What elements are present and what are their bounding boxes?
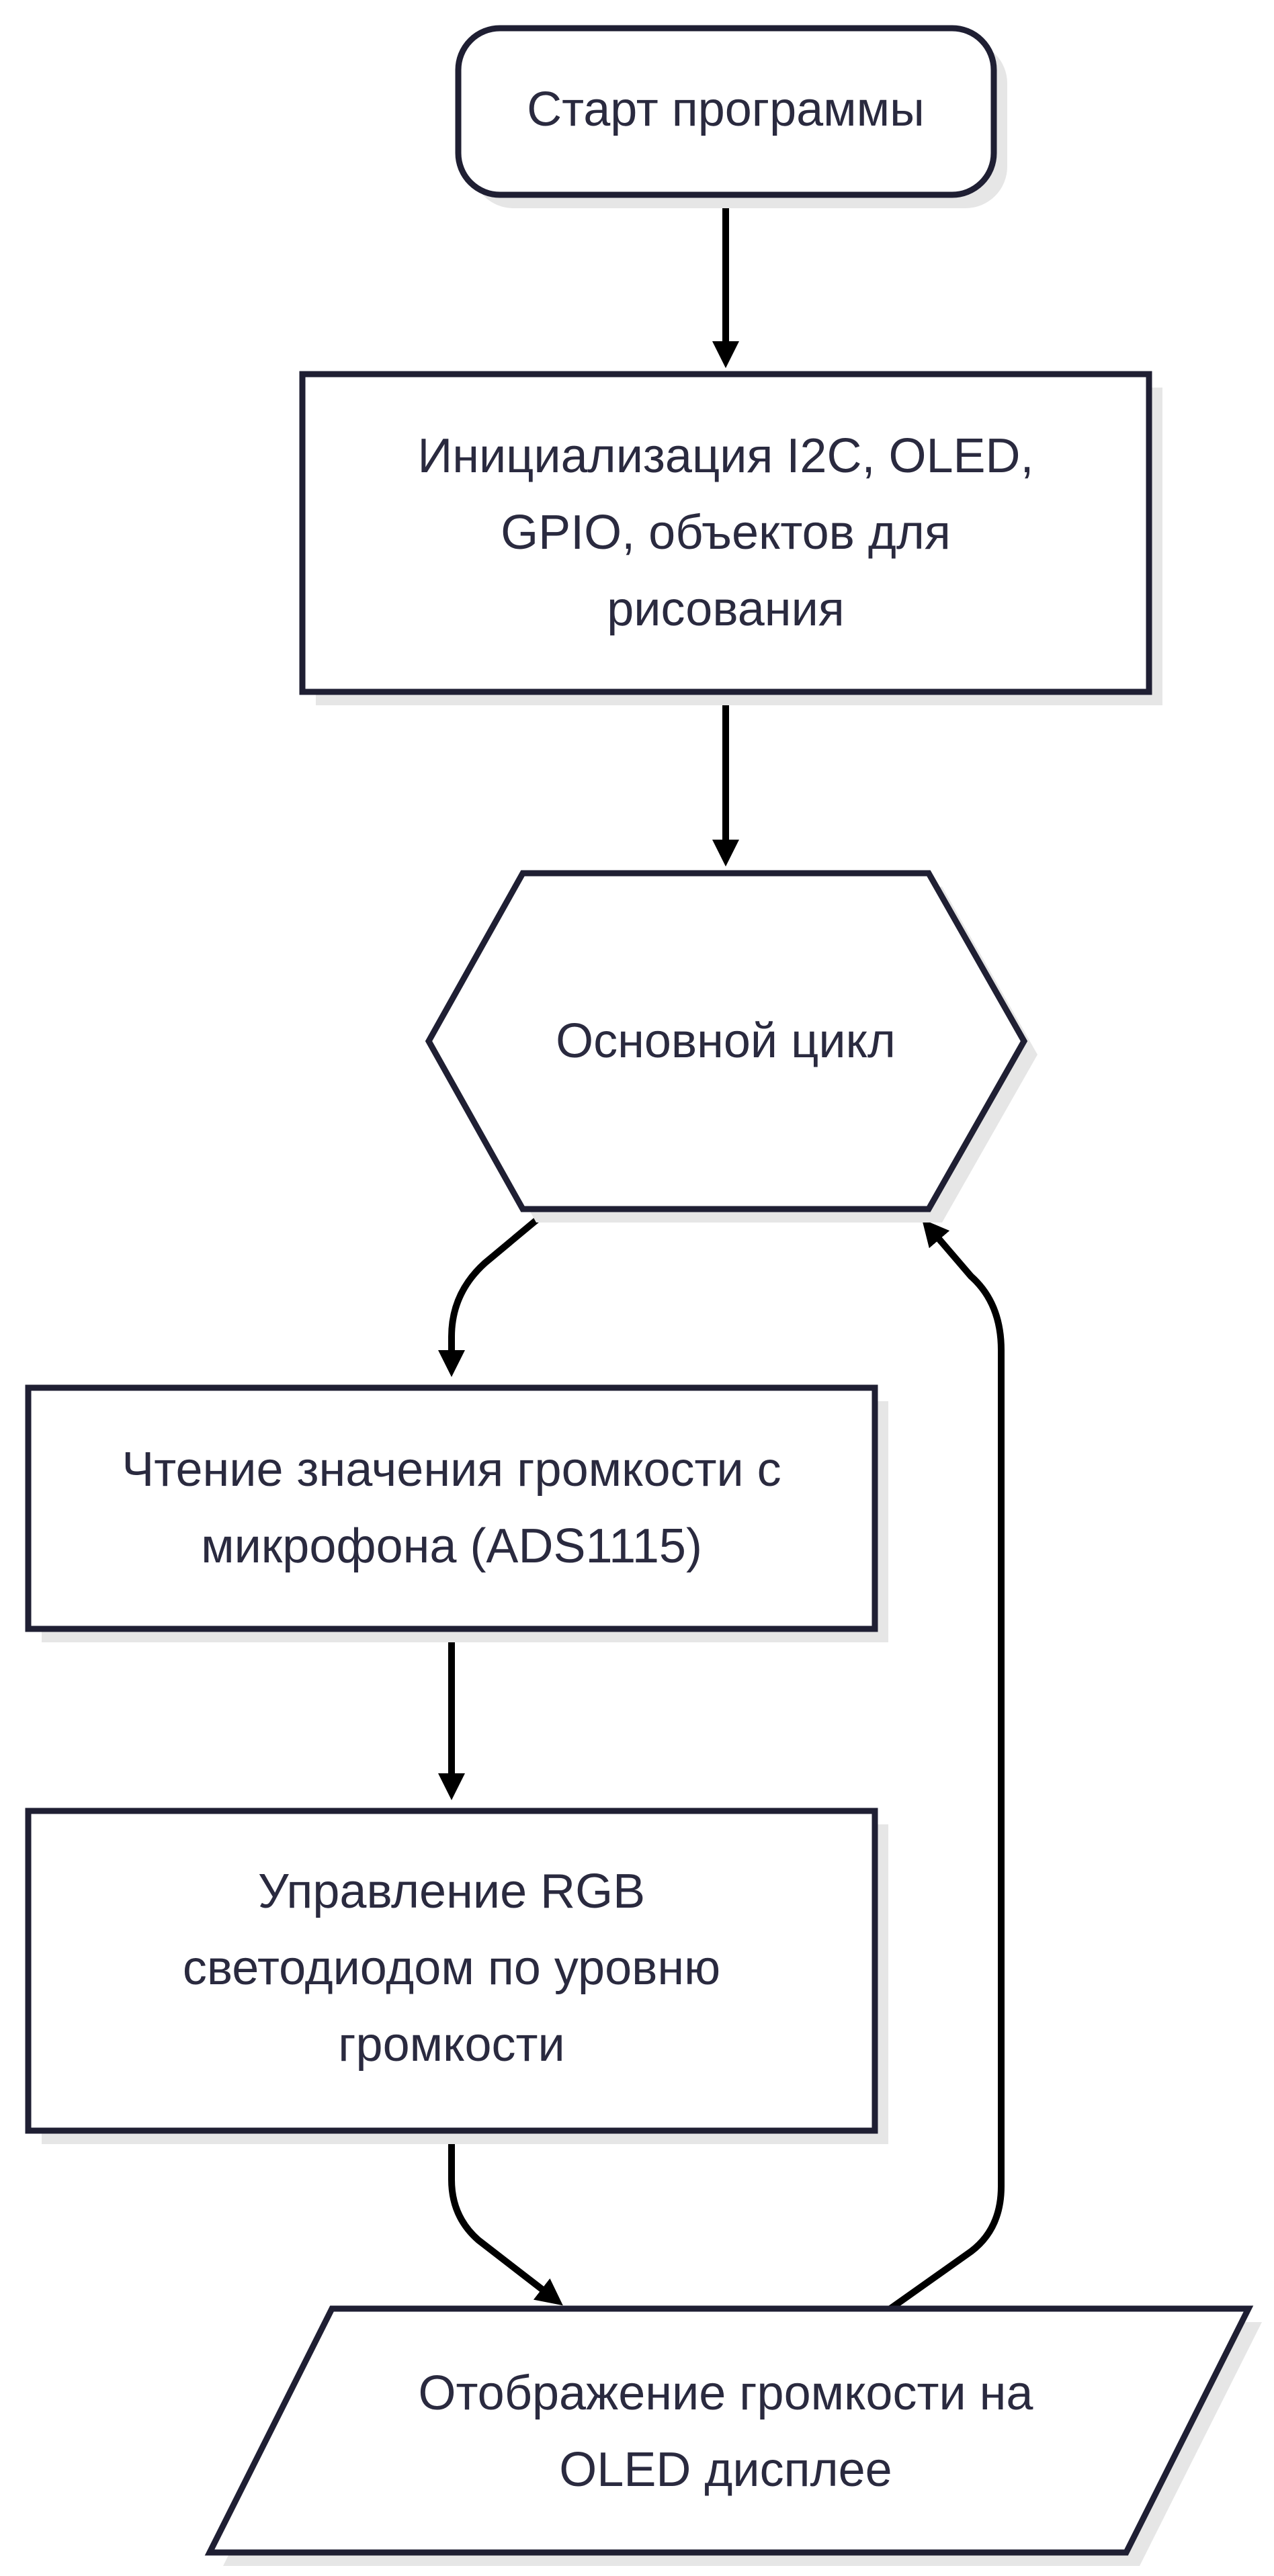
edges-layer bbox=[438, 195, 1005, 2312]
node-loop-shape bbox=[425, 870, 1028, 1212]
node-loop-label-line-1: Основной цикл bbox=[556, 1014, 896, 1068]
node-rgb: Управление RGB светодиодом по уровню громк… bbox=[25, 1808, 888, 2144]
node-rgb-label-line-2: светодиодом по уровню bbox=[183, 1941, 720, 1995]
node-init-shape bbox=[299, 371, 1152, 695]
node-start-shape bbox=[455, 25, 997, 198]
edge-rgb-to-display bbox=[448, 2131, 563, 2306]
node-init: Инициализация I2C, OLED, GPIO, объектов д… bbox=[299, 371, 1162, 705]
node-display-shape bbox=[204, 2305, 1254, 2556]
node-init-label-line-3: рисования bbox=[607, 582, 845, 636]
node-read: Чтение значения громкости с микрофона (AD… bbox=[25, 1384, 888, 1642]
node-read-label-line-1: Чтение значения громкости с bbox=[122, 1443, 781, 1497]
node-read-shape bbox=[25, 1384, 878, 1632]
node-rgb-label-line-1: Управление RGB bbox=[258, 1865, 645, 1918]
node-start: Старт программы bbox=[455, 25, 1007, 208]
node-start-label-line-1: Старт программы bbox=[527, 83, 925, 136]
node-rgb-shape bbox=[25, 1808, 878, 2134]
node-display-label-line-1: Отображение громкости на bbox=[419, 2366, 1034, 2420]
node-read-label-line-2: микрофона (ADS1115) bbox=[201, 1519, 702, 1573]
node-loop: Основной цикл bbox=[425, 870, 1037, 1223]
node-rgb-label-line-3: громкости bbox=[338, 2018, 564, 2072]
node-display-label-line-2: OLED дисплее bbox=[559, 2443, 892, 2497]
edge-loop-to-read bbox=[438, 1206, 552, 1377]
node-init-label-line-2: GPIO, объектов для bbox=[501, 506, 951, 560]
edge-display-to-loop bbox=[888, 1218, 1005, 2312]
node-display: Отображение громкости на OLED дисплее bbox=[204, 2305, 1262, 2566]
node-init-label-line-1: Инициализация I2C, OLED, bbox=[417, 429, 1033, 483]
